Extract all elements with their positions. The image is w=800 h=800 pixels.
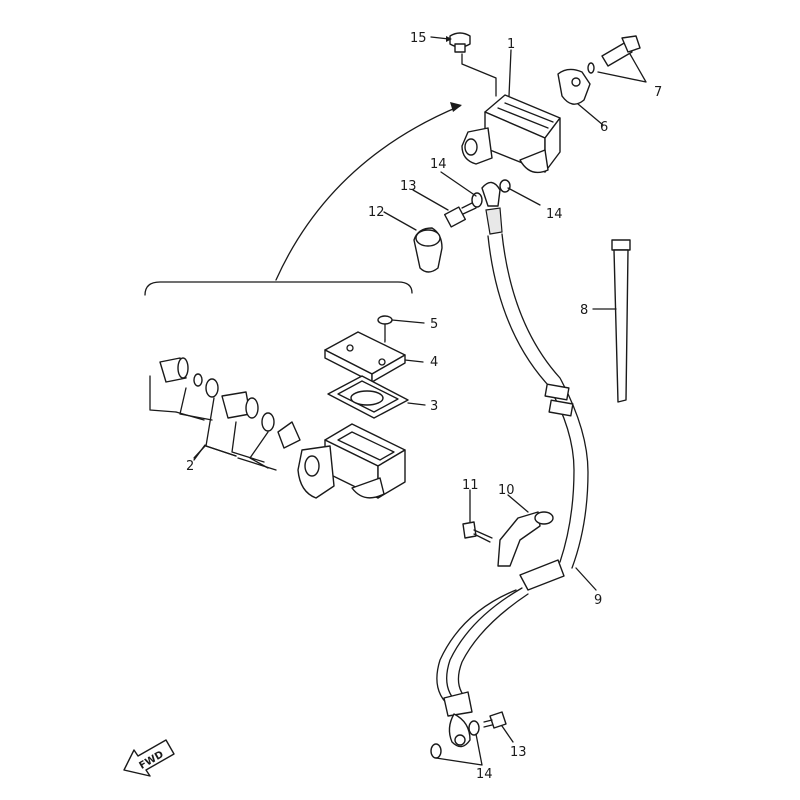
union-bolt-lower-part	[483, 711, 507, 729]
bolt-washer-part	[587, 35, 641, 74]
callout-14-lower: 14	[476, 767, 493, 782]
callout-7: 7	[654, 85, 662, 100]
callout-13-lower: 13	[510, 745, 527, 760]
brake-hose-part	[436, 181, 589, 748]
cap-part	[449, 32, 471, 53]
diaphragm-part	[327, 375, 409, 419]
master-cylinder-body-exploded	[297, 423, 406, 499]
fwd-arrow-icon: FWD	[123, 739, 175, 777]
callout-14-upper-left: 14	[430, 157, 447, 172]
callout-15: 15	[410, 31, 427, 46]
washer-upper-left	[471, 192, 483, 208]
leader-lines	[193, 36, 647, 766]
exploded-arrow-head	[450, 102, 462, 112]
bolt-11-part	[462, 521, 493, 543]
callout-8: 8	[580, 303, 588, 318]
exploded-arrow-curve	[275, 105, 461, 281]
callout-6: 6	[600, 120, 608, 135]
callout-1: 1	[507, 37, 515, 52]
callout-14-upper-right: 14	[546, 207, 563, 222]
callout-2: 2	[186, 459, 194, 474]
callout-10: 10	[498, 483, 515, 498]
holder-part	[557, 68, 591, 105]
washer-lower-left	[430, 743, 442, 759]
cable-tie-part	[611, 239, 631, 403]
callout-9: 9	[594, 593, 602, 608]
piston-kit-part	[149, 357, 301, 471]
lid-part	[324, 331, 406, 383]
callout-13-upper: 13	[400, 179, 417, 194]
callout-12: 12	[368, 205, 385, 220]
washer-lower-right	[468, 720, 480, 736]
exploded-bracket	[144, 281, 413, 296]
washer-upper-right	[499, 179, 511, 193]
master-cylinder-assembly	[461, 94, 561, 174]
callout-5: 5	[430, 317, 438, 332]
callout-labels: 15 1 7 6 14 13 12 14 8 5 4 3 2 11 10 9 1…	[186, 31, 662, 782]
union-bolt-upper-part	[443, 201, 477, 228]
callout-3: 3	[430, 399, 438, 414]
boot-part	[413, 227, 443, 273]
callout-4: 4	[430, 355, 438, 370]
hose-guide-part	[497, 511, 554, 567]
callout-11: 11	[462, 478, 479, 493]
